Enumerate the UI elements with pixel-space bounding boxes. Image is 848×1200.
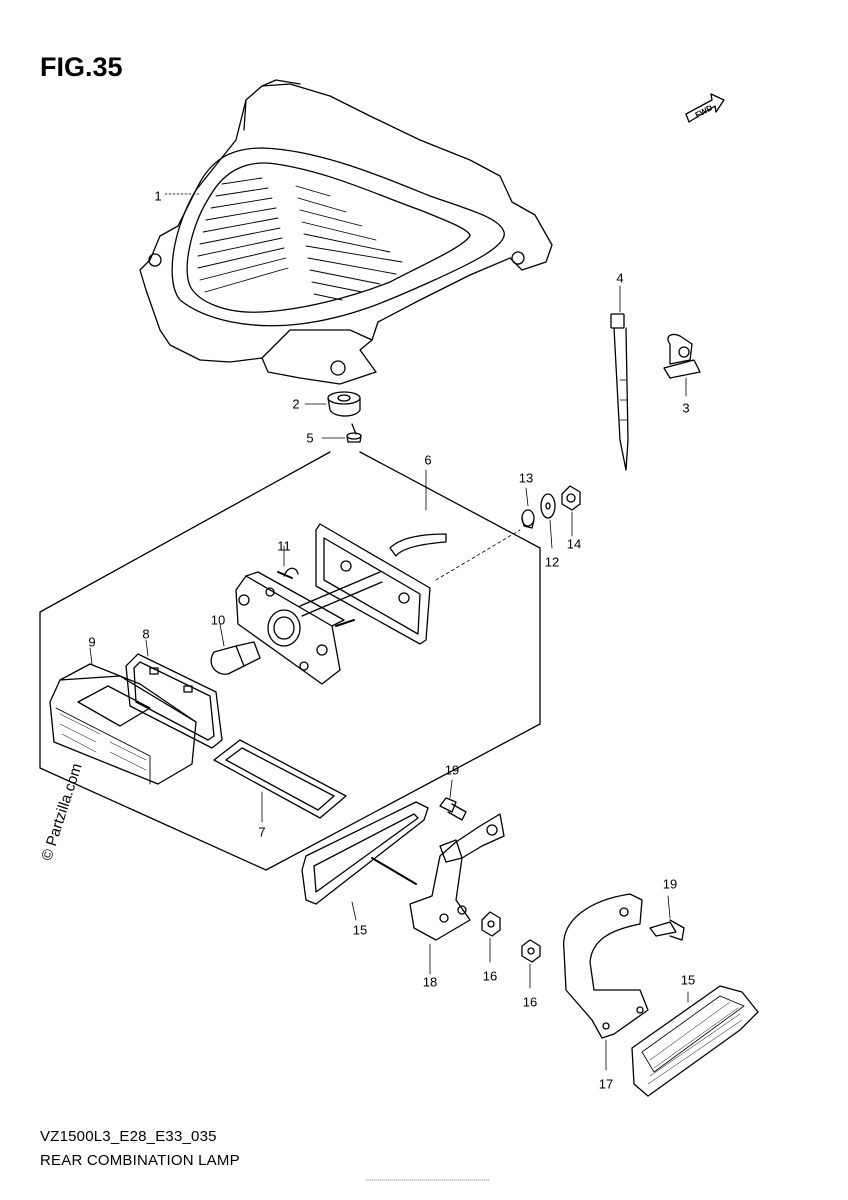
part-2-grommet — [304, 391, 361, 417]
callout-13: 13 — [518, 470, 534, 486]
callout-3: 3 — [682, 400, 690, 416]
part-12-washer — [540, 493, 556, 549]
figure-title: FIG.35 — [40, 52, 123, 82]
part-18-bracket — [409, 813, 505, 975]
part-10-bulb — [210, 623, 261, 675]
callout-15-right: 15 — [680, 972, 696, 988]
part-16-nut-left — [481, 911, 501, 963]
part-14-nut — [561, 485, 581, 537]
part-15-reflector-left — [301, 801, 429, 921]
callout-16-right: 16 — [522, 994, 538, 1010]
part-8-gasket — [125, 639, 223, 749]
callout-19-upper: 19 — [444, 762, 460, 778]
part-4-cable-tie — [610, 285, 629, 471]
part-13-collar — [521, 487, 535, 529]
callout-17: 17 — [598, 1076, 614, 1092]
callout-10: 10 — [210, 612, 226, 628]
part-5-screw — [321, 423, 362, 443]
part-9-lens — [49, 647, 197, 785]
diagram-code: VZ1500L3_E28_E33_035 — [40, 1128, 217, 1145]
callout-18: 18 — [422, 974, 438, 990]
part-1-lamp-housing — [139, 79, 553, 385]
part-17-bracket — [563, 893, 649, 1071]
callout-5: 5 — [306, 430, 314, 446]
fwd-arrow-icon: FWD — [685, 93, 725, 123]
part-19-bolt-upper — [439, 779, 467, 821]
part-6-gasket-plate — [315, 523, 447, 645]
diagram-name: REAR COMBINATION LAMP — [40, 1152, 240, 1169]
part-11-socket-base — [235, 545, 383, 685]
part-15-reflector-right — [631, 985, 759, 1097]
callout-4: 4 — [616, 270, 624, 286]
callout-7: 7 — [258, 824, 266, 840]
callout-2: 2 — [292, 396, 300, 412]
callout-9: 9 — [88, 634, 96, 650]
part-19-bolt-right — [649, 895, 685, 941]
callout-1: 1 — [154, 188, 162, 204]
callout-11: 11 — [277, 538, 291, 554]
callout-12: 12 — [544, 554, 560, 570]
part-3-clamp — [663, 333, 701, 397]
callout-8: 8 — [142, 626, 150, 642]
callout-16-left: 16 — [482, 968, 498, 984]
assembly-6-outline — [39, 451, 541, 871]
part-7-plate-lens — [213, 739, 347, 823]
callout-6: 6 — [424, 452, 432, 468]
part-16-nut-right — [521, 939, 541, 989]
callout-14: 14 — [566, 536, 582, 552]
callout-15-left: 15 — [352, 922, 368, 938]
callout-19-right: 19 — [662, 876, 678, 892]
